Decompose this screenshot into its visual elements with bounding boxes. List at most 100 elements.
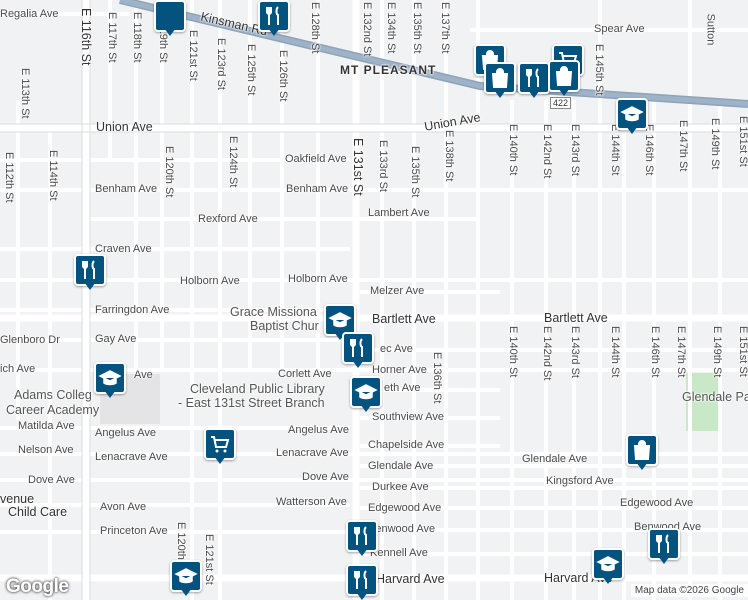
street-label: E 146th St — [649, 326, 661, 378]
street-label: Regalia Ave — [0, 8, 59, 20]
street-label: E 132nd St — [361, 2, 373, 57]
street-label: E 151st St — [737, 326, 748, 377]
school-pin[interactable] — [616, 98, 648, 136]
street-label: Avon Ave — [100, 501, 147, 513]
school-pin[interactable] — [350, 376, 382, 414]
restaurant-pin[interactable] — [648, 528, 680, 566]
street-label: Melzer Ave — [370, 285, 425, 297]
street-label: E 143rd St — [569, 326, 581, 378]
place-label: Adams Colleg — [14, 388, 92, 402]
street-label: Union Ave — [96, 120, 153, 134]
street-label: E 134th St — [385, 2, 397, 54]
street-label: E 143rd St — [569, 124, 581, 176]
street-label: Princeton Ave — [100, 525, 168, 537]
school-pin[interactable] — [94, 362, 126, 400]
place-label: Career Academy — [6, 403, 100, 417]
street-label: Matilda Ave — [18, 420, 75, 432]
street-label: E 135th St — [409, 146, 421, 198]
street-label: Benwood Ave — [368, 523, 436, 535]
street-label: Holborn Ave — [288, 273, 348, 285]
street-label: E 147th St — [677, 120, 689, 172]
restaurant-pin[interactable] — [342, 332, 374, 370]
school-pin[interactable] — [592, 548, 624, 586]
shopping-pin[interactable] — [548, 60, 580, 98]
street-label: Kingsford Ave — [546, 475, 614, 487]
street-label: E 147th St — [675, 326, 687, 378]
shopping-bag-icon — [633, 440, 651, 460]
street-label: Southview Ave — [372, 411, 444, 423]
street-label: ich Ave — [0, 363, 36, 375]
restaurant-pin[interactable] — [346, 564, 378, 600]
street-label: Oakfield Ave — [285, 153, 347, 165]
street-label: E 140th St — [507, 124, 519, 176]
street-label: E 128th St — [309, 2, 321, 54]
graduation-cap-icon — [354, 384, 378, 400]
street-label: E 140th St — [507, 326, 519, 378]
street-label: E 113th St — [19, 68, 31, 119]
street-label: Benham Ave — [95, 183, 158, 195]
street-label: Glenboro Dr — [0, 334, 60, 346]
street-label: Glendale Ave — [368, 460, 434, 472]
route-shield: 422 — [550, 97, 572, 109]
school-pin[interactable] — [154, 0, 186, 38]
restaurant-pin[interactable] — [518, 62, 550, 100]
place-label: - East 131st Street Branch — [178, 396, 325, 410]
google-logo: Google — [6, 576, 69, 597]
fork-knife-icon — [266, 6, 279, 25]
graduation-cap-icon — [620, 106, 644, 122]
street-label: E 135th St — [411, 2, 423, 54]
fork-knife-icon — [82, 260, 95, 279]
shopping-pin[interactable] — [484, 62, 516, 100]
restaurant-pin[interactable] — [346, 520, 378, 558]
street-label: Bartlett Ave — [372, 312, 436, 326]
street-label: Dove Ave — [302, 471, 349, 483]
street-label: Angelus Ave — [288, 424, 349, 436]
street-label: Corlett Ave — [278, 368, 332, 380]
street-label: Dove Ave — [28, 474, 75, 486]
street-label: E 142nd St — [541, 124, 553, 179]
shopping-pin[interactable] — [626, 434, 658, 472]
street-label: E 144th St — [609, 326, 621, 378]
street-label: ec Ave — [380, 343, 413, 355]
street-label: E 125th St — [245, 44, 257, 96]
street-label: E 136th St — [431, 352, 443, 404]
street-label: Edgewood Ave — [368, 502, 442, 514]
street-label: E 138th St — [443, 130, 455, 182]
street-label: E 126th St — [277, 50, 289, 102]
street-label: Ave — [134, 369, 153, 381]
street-label: E 116th St — [79, 8, 93, 66]
place-label: Cleveland Public Library — [190, 382, 325, 396]
graduation-cap-icon — [174, 568, 198, 584]
street-label: E 123rd St — [215, 38, 227, 90]
street-label: E 121st St — [203, 534, 215, 585]
street-label: E 133rd St — [377, 140, 389, 192]
street-label: Farringdon Ave — [95, 304, 170, 316]
street-label: Holborn Ave — [180, 275, 240, 287]
fork-knife-icon — [526, 68, 539, 87]
restaurant-pin[interactable] — [74, 254, 106, 292]
school-pin[interactable] — [170, 560, 202, 598]
street-label: Child Care — [8, 505, 68, 519]
street-label: eth Ave — [384, 382, 421, 394]
street-label: Nelson Ave — [18, 444, 74, 456]
street-label: E 124th St — [227, 136, 239, 188]
street-label: E 118th St — [131, 12, 143, 63]
restaurant-pin[interactable] — [258, 0, 290, 38]
street-label: Angelus Ave — [95, 427, 156, 439]
street-label: Durkee Ave — [372, 481, 429, 493]
fork-knife-icon — [354, 526, 367, 545]
street-label: E 151st St — [737, 116, 748, 167]
street-label: Sutton — [704, 13, 717, 46]
street-label: E 145th St — [593, 44, 605, 96]
street-label: Spear Ave — [594, 23, 645, 35]
map-attribution[interactable]: Map data ©2026 Google — [630, 584, 748, 597]
graduation-cap-icon — [596, 556, 620, 572]
grocery-pin[interactable] — [204, 428, 236, 466]
street-label: E 149th St — [709, 118, 721, 170]
street-label: E 117th St — [106, 12, 118, 63]
street-label: venue — [0, 492, 35, 506]
school-pin[interactable] — [324, 304, 356, 342]
neighborhood-label: MT PLEASANT — [340, 63, 437, 77]
